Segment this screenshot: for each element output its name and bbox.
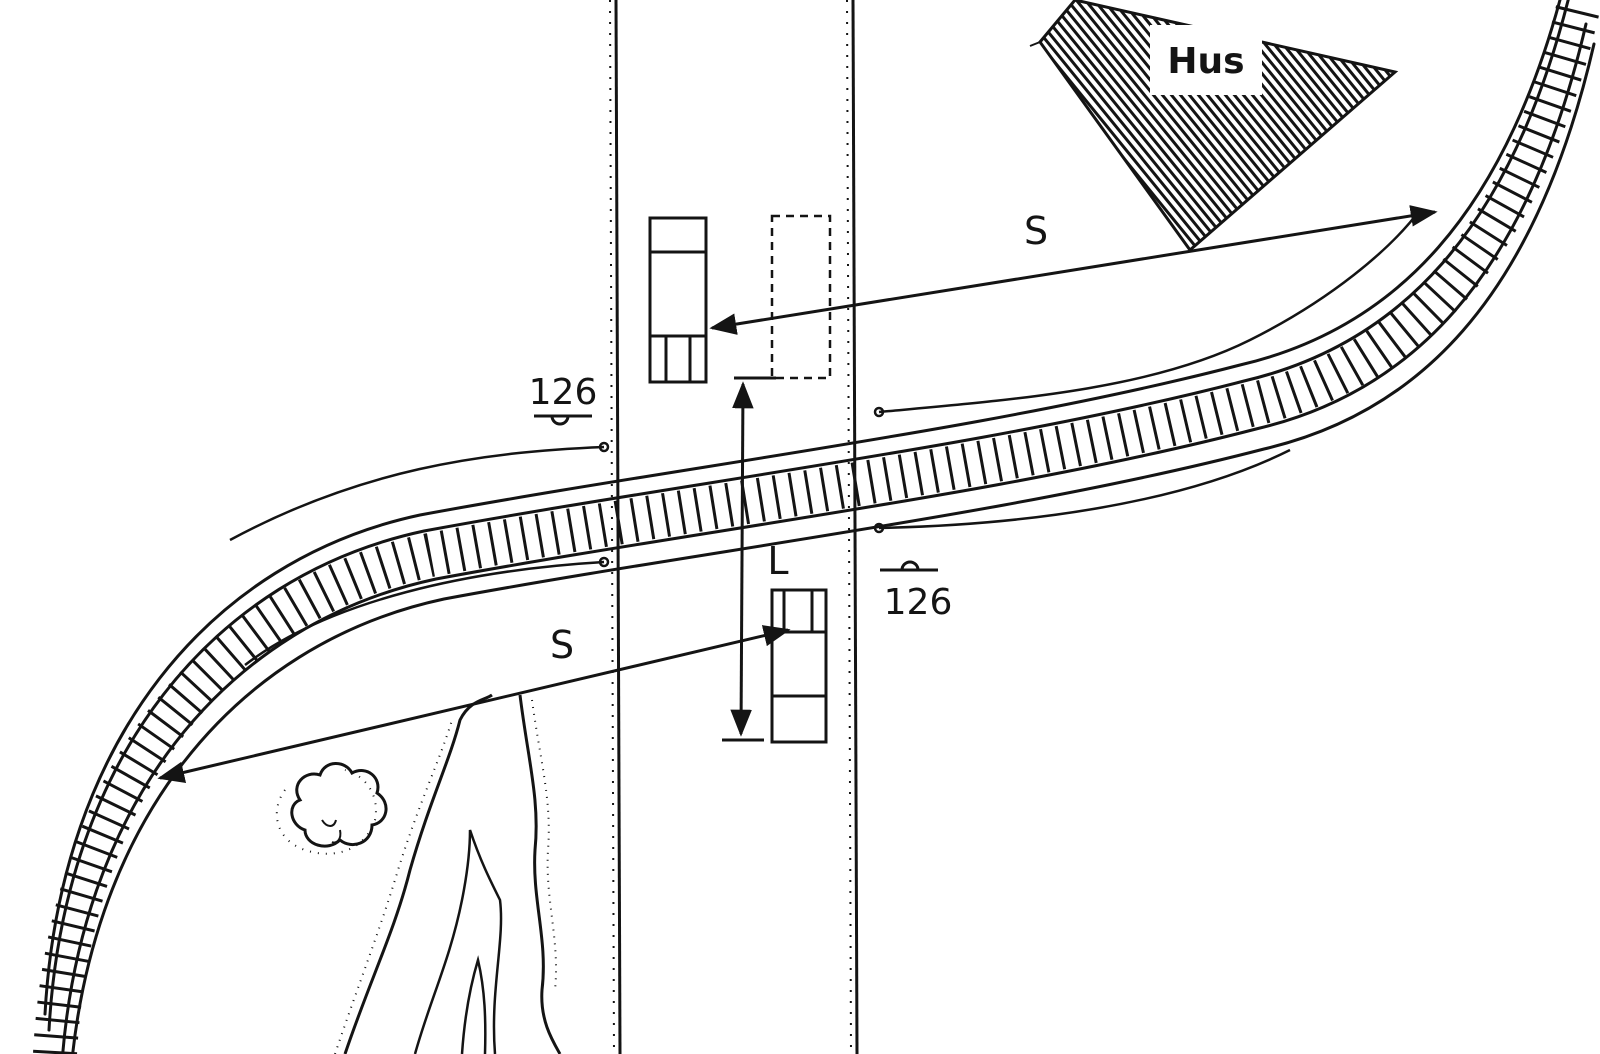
- road: [609, 0, 859, 1054]
- post-dot: [873, 522, 885, 534]
- post-dot: [598, 441, 610, 453]
- house-hatch-line: [1373, 0, 1395, 250]
- ravine-inner-2: [460, 955, 487, 1054]
- ravine-stipple-right: [531, 699, 558, 991]
- post-dot: [598, 556, 610, 568]
- house-label: Hus: [1167, 41, 1244, 82]
- road-edge-right-dots: [846, 0, 852, 1054]
- house-hatch-line: [736, 0, 996, 300]
- sign-left: [534, 414, 592, 426]
- sign-label-right: 126: [884, 582, 953, 623]
- vehicle-upper: [648, 216, 708, 384]
- tree-icon: [290, 762, 388, 848]
- house-hatch-line: [700, 0, 960, 300]
- tree-detail: [321, 819, 342, 844]
- ravine-right-edge: [518, 694, 562, 1054]
- house-corner-tick: [1029, 41, 1041, 47]
- railway-track: [33, 0, 1600, 1054]
- house-hatch-line: [763, 0, 1023, 300]
- rail-outer-lower: [71, 42, 1596, 1054]
- house-label-box: [1150, 25, 1262, 95]
- rail-outer-upper: [43, 0, 1562, 1016]
- house-hatch-line: [1040, 0, 1052, 250]
- post-dot: [873, 406, 885, 418]
- sign-right: [880, 560, 938, 572]
- sight-lines: [157, 205, 1438, 783]
- house-hatch-line: [1328, 0, 1395, 250]
- house-hatch-line: [727, 0, 987, 300]
- ravine-inner: [413, 829, 503, 1054]
- guide-line-left-upper: [229, 445, 605, 542]
- sight-label-upper: S: [1024, 209, 1048, 253]
- road-edge-left-dots: [609, 0, 615, 1054]
- house-hatch-line: [772, 0, 1032, 300]
- sight-label-lower: S: [550, 623, 574, 667]
- road-edge-right: [851, 0, 859, 1054]
- sign-label-left: 126: [529, 372, 598, 413]
- labels: S S L 126 126: [529, 209, 1048, 667]
- guide-line-right-upper: [878, 209, 1421, 414]
- house-hatch-line: [754, 0, 1014, 300]
- track-ties: [33, 0, 1600, 1054]
- vehicle-ghost-position: [770, 214, 832, 380]
- house-hatch-line: [1040, 0, 1079, 250]
- ravine-left-edge: [343, 693, 493, 1054]
- vehicle-lower: [770, 588, 828, 744]
- house-hatch-line: [1283, 0, 1395, 250]
- sight-arrow-upper: [709, 205, 1438, 335]
- gap-label: L: [767, 539, 788, 583]
- house-hatch-line: [1411, 0, 1600, 300]
- house-hatch-line: [745, 0, 1005, 300]
- gap-arrow: [730, 381, 754, 737]
- rail-right: [61, 22, 1588, 1054]
- house-hatch-line: [709, 0, 969, 300]
- house-hatch-line: [1040, 0, 1043, 250]
- ravine-stipple-left: [334, 719, 453, 1054]
- landscape: [275, 693, 562, 1054]
- house-hatch-line: [1040, 0, 1061, 250]
- guide-line-right-lower: [878, 448, 1291, 530]
